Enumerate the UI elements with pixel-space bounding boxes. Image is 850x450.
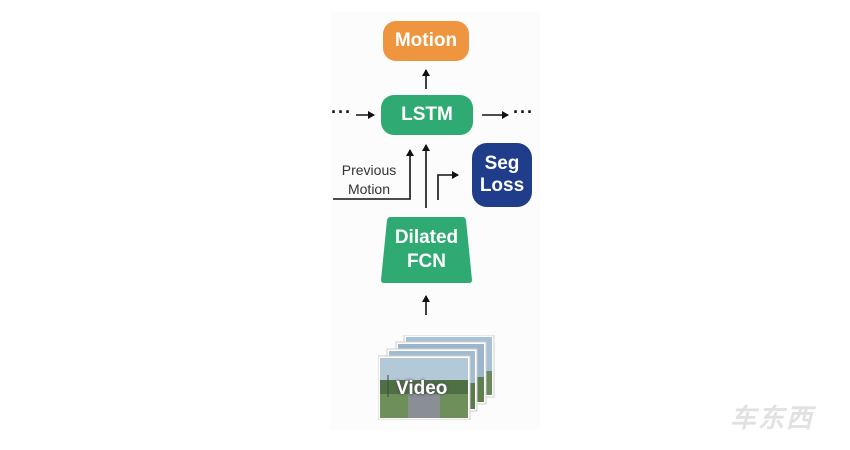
watermark-logo: 车东西 bbox=[730, 404, 815, 434]
lstm-label: LSTM bbox=[401, 104, 453, 125]
fcn-label-line2: FCN bbox=[406, 251, 447, 272]
ellipsis-right: ··· bbox=[513, 102, 534, 122]
video-frame-front bbox=[378, 355, 471, 420]
seg-loss-label-line2: Loss bbox=[479, 175, 525, 196]
fcn-trapezoid-shape bbox=[381, 217, 472, 283]
seg-loss-node: Seg Loss bbox=[472, 143, 532, 207]
previous-motion-label: Previous Motion bbox=[334, 161, 404, 199]
seg-loss-label-line1: Seg bbox=[484, 153, 520, 174]
arrow-previous-motion-to-lstm bbox=[333, 149, 414, 200]
previous-motion-line1: Previous bbox=[341, 162, 397, 178]
dilated-fcn-node: Dilated FCN bbox=[380, 215, 473, 285]
previous-motion-line2: Motion bbox=[347, 181, 391, 197]
motion-node: Motion bbox=[383, 21, 469, 61]
ellipsis-left: ··· bbox=[331, 102, 352, 122]
lstm-node: LSTM bbox=[381, 95, 473, 135]
video-frames-stack bbox=[378, 335, 495, 420]
fcn-label-line1: Dilated bbox=[394, 227, 459, 248]
video-label: Video bbox=[396, 378, 448, 399]
arrow-fcn-to-seg-loss bbox=[437, 171, 459, 200]
motion-label: Motion bbox=[394, 30, 458, 51]
